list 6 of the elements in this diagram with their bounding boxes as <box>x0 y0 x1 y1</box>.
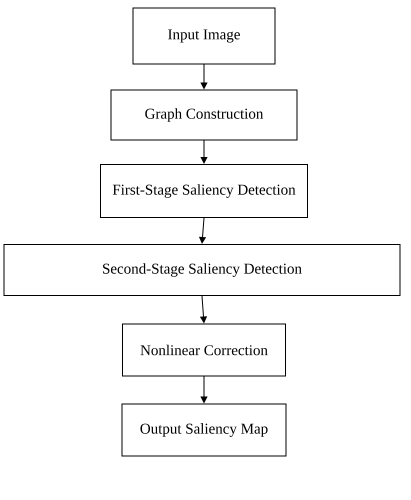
process-box: Input Image <box>132 8 276 64</box>
process-box: Nonlinear Correction <box>122 324 286 376</box>
process-box: First-Stage Saliency Detection <box>100 164 308 218</box>
process-box: Second-Stage Saliency Detection <box>4 244 400 296</box>
process-box: Graph Construction <box>110 90 298 140</box>
process-box: Output Saliency Map <box>122 404 286 456</box>
